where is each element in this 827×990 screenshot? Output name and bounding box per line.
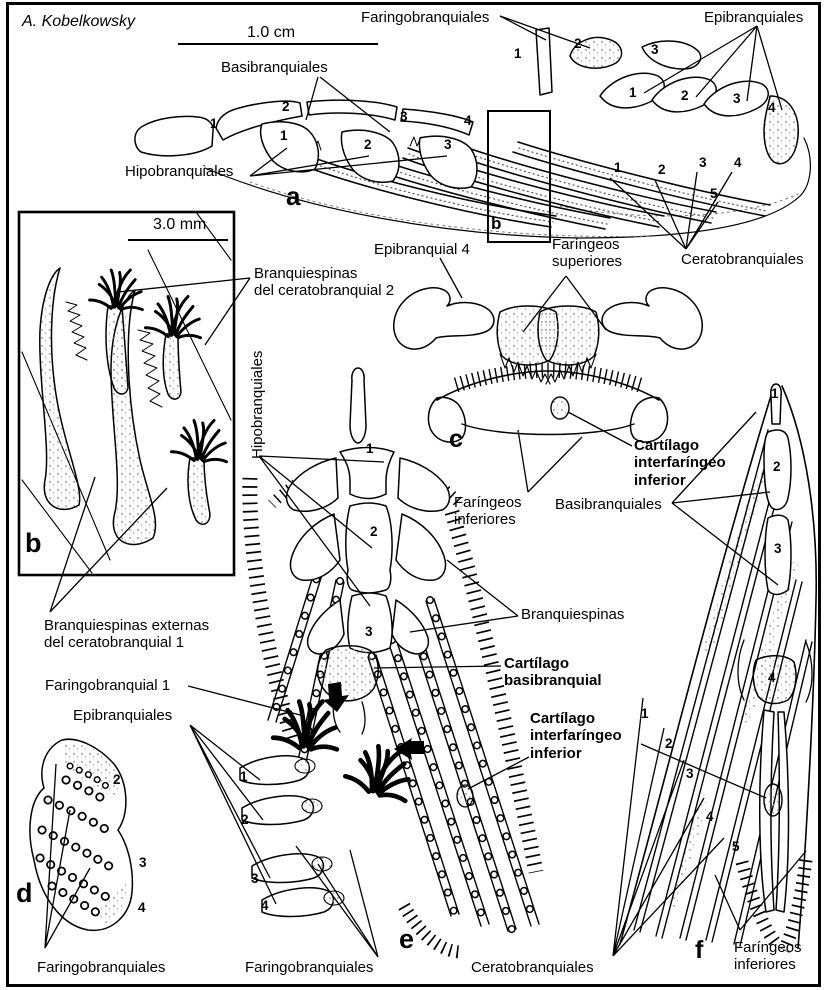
panel-a-basibranquiales-number: 1 [210, 116, 218, 131]
panel-c-drawing [393, 287, 703, 443]
panel-a-drawing [134, 27, 811, 239]
panel-e-basibranquiales-number: 3 [365, 624, 373, 639]
label-ceratobranquiales-ef: Ceratobranquiales [471, 959, 594, 976]
label-basibranquiales-a: Basibranquiales [221, 59, 328, 76]
scale-bar-inset-label: 3.0 mm [153, 216, 207, 233]
panel-a-basibranquiales-number: 3 [400, 109, 408, 124]
label-faringobranquiales-e: Faringobranquiales [245, 959, 374, 976]
panel-f-ceratobranquiales-number: 1 [641, 706, 649, 721]
panel-a-epibranquiales-number: 3 [733, 91, 741, 106]
panel-e-basibranquiales-number: 1 [366, 441, 374, 456]
panel-d-faringobranquiales-number: 3 [139, 855, 147, 870]
panel-e-epibranquiales-number: 2 [241, 812, 249, 827]
panel-letter-a: a [286, 181, 301, 211]
label-faringobranquial-1: Faringobranquial 1 [45, 677, 171, 694]
panel-f-basibranquiales-number: 2 [773, 459, 781, 474]
panel-f-basibranquiales-number: 4 [768, 670, 776, 685]
panel-d-faringobranquiales-number: 2 [113, 772, 121, 787]
label-epibranquiales-top: Epibranquiales [704, 9, 804, 26]
panel-f-drawing [619, 383, 818, 954]
panel-b-inset-drawing [21, 211, 232, 574]
panel-a-epibranquiales-number: 4 [768, 100, 776, 115]
pointer-arrows [323, 682, 424, 760]
panel-a-ceratobranquiales-number: 2 [658, 162, 666, 177]
panel-f-basibranquiales-number: 3 [774, 541, 782, 556]
label-cartilago-interfaringeo-inferior-e: Cartílago interfaríngeo inferior [530, 710, 622, 762]
panel-a-ceratobranquiales-number: 1 [614, 160, 622, 175]
panel-a-faringobranquiales-number: 1 [514, 46, 522, 61]
panel-a-hipobranquiales-number: 2 [364, 137, 372, 152]
label-cartilago-basibranquial: Cartílago basibranquial [504, 655, 602, 690]
panel-letter-b-box: b [491, 214, 502, 233]
panel-a-hipobranquiales-number: 3 [444, 137, 452, 152]
panel-a-ceratobranquiales-number: 3 [699, 155, 707, 170]
label-branquiespinas-cb2: Branquiespinas del ceratobranquial 2 [254, 265, 395, 300]
panel-a-basibranquiales-number: 4 [464, 113, 472, 128]
panel-e-epibranquiales-number: 1 [240, 769, 248, 784]
inset-b-box [17, 210, 236, 577]
label-faringeos-superiores-c: Faríngeos superiores [552, 236, 623, 271]
down-arrow-icon [323, 682, 349, 712]
label-branquiespinas-e: Branquiespinas [521, 606, 625, 623]
detail-b-region-box [487, 110, 551, 243]
author-credit: A. Kobelkowsky [22, 13, 135, 30]
panel-a-ceratobranquiales-number: 4 [734, 155, 742, 170]
panel-f-basibranquiales-number: 1 [771, 386, 779, 401]
panel-letter-b-inset: b [25, 528, 42, 558]
panel-d-faringobranquiales-number: 4 [138, 900, 146, 915]
label-epibranquiales-e: Epibranquiales [73, 707, 173, 724]
panel-d-drawing [29, 738, 134, 931]
panel-e-drawing [239, 367, 544, 959]
label-faringobranquiales-top: Faringobranquiales [361, 9, 490, 26]
label-faringeos-inferiores-f: Faríngeos inferiores [734, 939, 802, 974]
panel-e-epibranquiales-number: 3 [251, 871, 259, 886]
panel-letter-c: c [449, 425, 463, 453]
panel-e-basibranquiales-number: 2 [370, 524, 378, 539]
panel-f-ceratobranquiales-number: 2 [665, 736, 673, 751]
label-faringeos-inferiores-c: Faríngeos inferiores [454, 494, 522, 529]
label-ceratobranquiales-a: Ceratobranquiales [681, 251, 804, 268]
panel-a-ceratobranquiales-number: 5 [710, 186, 718, 201]
label-basibranquiales-f: Basibranquiales [555, 496, 662, 513]
label-epibranquial-4: Epibranquial 4 [374, 241, 470, 258]
panel-a-hipobranquiales-number: 1 [280, 128, 288, 143]
scale-bar-main-label: 1.0 cm [247, 24, 296, 41]
panel-a-basibranquiales-number: 2 [282, 99, 290, 114]
panel-letter-d: d [16, 878, 33, 908]
leader-lines [44, 15, 807, 958]
scale-bar-lines [128, 43, 378, 241]
panel-f-ceratobranquiales-number: 3 [686, 766, 694, 781]
panel-letter-f: f [695, 936, 704, 964]
panel-letter-e: e [399, 924, 415, 954]
label-branquiespinas-externas-cb1: Branquiespinas externas del ceratobranqu… [44, 617, 210, 652]
label-cartilago-interfaringeo-inferior-c: Cartílago interfaríngeo inferior [634, 437, 726, 489]
panel-a-faringobranquiales-number: 3 [651, 42, 659, 57]
panel-a-epibranquiales-number: 2 [681, 88, 689, 103]
label-hipobranquiales-a: Hipobranquiales [125, 163, 234, 180]
panel-a-faringobranquiales-number: 2 [574, 36, 582, 51]
panel-a-epibranquiales-number: 1 [629, 85, 637, 100]
panel-e-epibranquiales-number: 4 [261, 898, 269, 913]
panel-f-ceratobranquiales-number: 5 [732, 839, 740, 854]
left-arrow-icon [394, 738, 424, 760]
panel-f-ceratobranquiales-number: 4 [706, 809, 714, 824]
label-faringobranquiales-d: Faringobranquiales [37, 959, 166, 976]
label-hipobranquiales-e: Hipobranquiales [249, 350, 266, 459]
